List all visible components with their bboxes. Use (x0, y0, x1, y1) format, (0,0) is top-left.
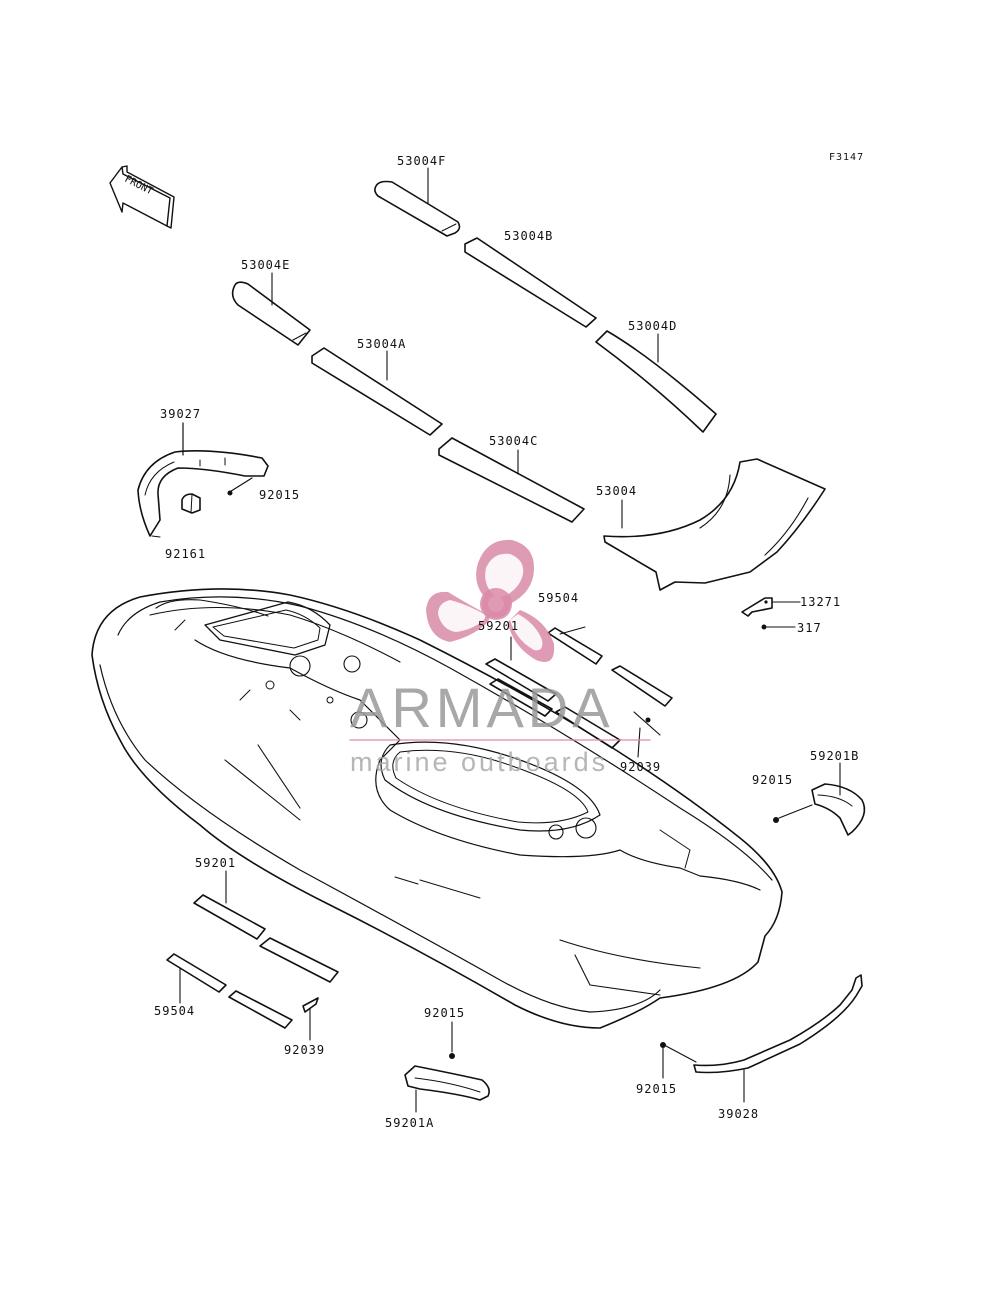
screw-92039-left (302, 997, 319, 1041)
callout-53004B: 53004B (504, 229, 554, 243)
callout-59504-left: 59504 (154, 1004, 196, 1018)
strip-59504-top (547, 626, 673, 707)
callout-53004E: 53004E (241, 258, 291, 272)
hull-body (91, 588, 783, 1029)
mat-53004F (374, 180, 461, 237)
callout-53004: 53004 (596, 484, 638, 498)
callout-53004D: 53004D (628, 319, 678, 333)
cover-59201A (404, 1065, 490, 1101)
grip-39028 (693, 974, 863, 1074)
bracket-13271 (741, 597, 773, 617)
callout-92015-top: 92015 (259, 488, 301, 502)
mat-53004A (311, 347, 443, 436)
callout-92015-bottom-right: 92015 (636, 1082, 678, 1096)
strip-59201-left (193, 870, 339, 983)
callout-317: 317 (797, 621, 822, 635)
callout-59201B: 59201B (810, 749, 860, 763)
mat-53004E (231, 281, 311, 346)
callout-13271: 13271 (800, 595, 842, 609)
figure-code: F3147 (829, 152, 865, 163)
mat-53004D (595, 330, 717, 433)
callout-59201A: 59201A (385, 1116, 435, 1130)
cap-92161 (181, 493, 201, 514)
callout-39028: 39028 (718, 1107, 760, 1121)
callout-53004A: 53004A (357, 337, 407, 351)
grip-39027 (137, 450, 269, 538)
callout-92161: 92161 (165, 547, 207, 561)
cover-59201B (811, 783, 866, 836)
mat-53004 (603, 458, 826, 591)
callout-92039-left: 92039 (284, 1043, 326, 1057)
front-arrow-icon: FRONT (109, 165, 175, 229)
callout-92015-bottom: 92015 (424, 1006, 466, 1020)
watermark-brand: ARMADA (350, 676, 614, 739)
callout-53004C: 53004C (489, 434, 539, 448)
callout-53004F: 53004F (397, 154, 447, 168)
mat-53004C (438, 437, 585, 523)
strip-59504-left (166, 953, 293, 1029)
callout-39027: 39027 (160, 407, 202, 421)
leader-92015-top (227, 477, 253, 494)
callout-92015-right: 92015 (752, 773, 794, 787)
callout-59201-top: 59201 (478, 619, 520, 633)
callout-92039-top: 92039 (620, 760, 662, 774)
watermark-tagline: marine outboards (350, 747, 609, 777)
callout-59504-top: 59504 (538, 591, 580, 605)
callout-59201-left: 59201 (195, 856, 237, 870)
mat-53004B (464, 237, 597, 328)
